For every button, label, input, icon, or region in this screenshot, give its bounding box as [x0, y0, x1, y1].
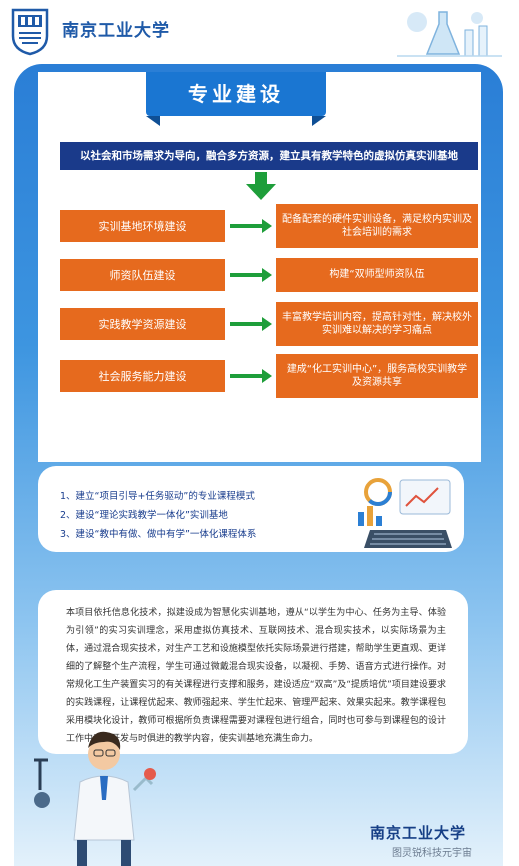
construction-row: 社会服务能力建设 建成“化工实训中心”，服务高校实训教学及资源共享: [60, 354, 478, 398]
section-title: 专业建设: [146, 72, 326, 126]
advantages-panel: 1、建立“项目引导+任务驱动”的专业课程模式 2、建设“理论实践教学一体化”实训…: [38, 466, 464, 552]
analytics-illustration-icon: [358, 478, 452, 548]
advantage-item: 2、建设“理论实践教学一体化”实训基地: [60, 510, 228, 521]
row-left-label: 师资队伍建设: [60, 259, 225, 291]
right-arrow-icon: [230, 369, 272, 383]
watermark-text: 图灵锐科技元宇宙: [392, 848, 472, 859]
main-card: 专业建设 以社会和市场需求为导向，融合多方资源，建立具有教学特色的虚拟仿真实训基…: [14, 64, 503, 866]
row-left-label: 实训基地环境建设: [60, 210, 225, 242]
right-arrow-icon: [230, 219, 272, 233]
description-panel: 本项目依托信息化技术，拟建设成为智慧化实训基地，遵从“以学生为中心、任务为主导、…: [38, 590, 468, 754]
row-left-label: 实践教学资源建设: [60, 308, 225, 340]
down-arrow-icon: [246, 172, 276, 200]
advantages-title: 三大优势: [44, 426, 154, 454]
construction-row: 实训基地环境建设 配备配套的硬件实训设备，满足校内实训及社会培训的需求: [60, 204, 478, 248]
scientist-illustration-icon: [34, 731, 156, 866]
right-arrow-icon: [230, 317, 272, 331]
top-banner: 以社会和市场需求为导向，融合多方资源，建立具有教学特色的虚拟仿真实训基地: [60, 142, 478, 170]
row-right-label: 丰富教学培训内容，提高针对性，解决校外实训难以解决的学习痛点: [276, 302, 478, 346]
advantage-item: 1、建立“项目引导+任务驱动”的专业课程模式: [60, 491, 255, 502]
row-right-label: 建成“化工实训中心”，服务高校实训教学及资源共享: [276, 354, 478, 398]
row-right-label: 配备配套的硬件实训设备，满足校内实训及社会培训的需求: [276, 204, 478, 248]
header: 南京工业大学: [0, 0, 519, 62]
lab-flask-icon: [397, 11, 502, 57]
right-arrow-icon: [230, 268, 272, 282]
university-name: 南京工业大学: [62, 21, 170, 41]
construction-row: 实践教学资源建设 丰富教学培训内容，提高针对性，解决校外实训难以解决的学习痛点: [60, 302, 478, 346]
row-left-label: 社会服务能力建设: [60, 360, 225, 392]
project-description: 本项目依托信息化技术，拟建设成为智慧化实训基地，遵从“以学生为中心、任务为主导、…: [66, 608, 446, 744]
construction-row: 师资队伍建设 构建“双师型师资队伍: [60, 258, 478, 292]
footer-university-name: 南京工业大学: [370, 824, 467, 842]
university-seal-icon: [11, 8, 49, 56]
row-right-label: 构建“双师型师资队伍: [276, 258, 478, 292]
advantage-item: 3、建设“教中有做、做中有学”一体化课程体系: [60, 529, 257, 540]
